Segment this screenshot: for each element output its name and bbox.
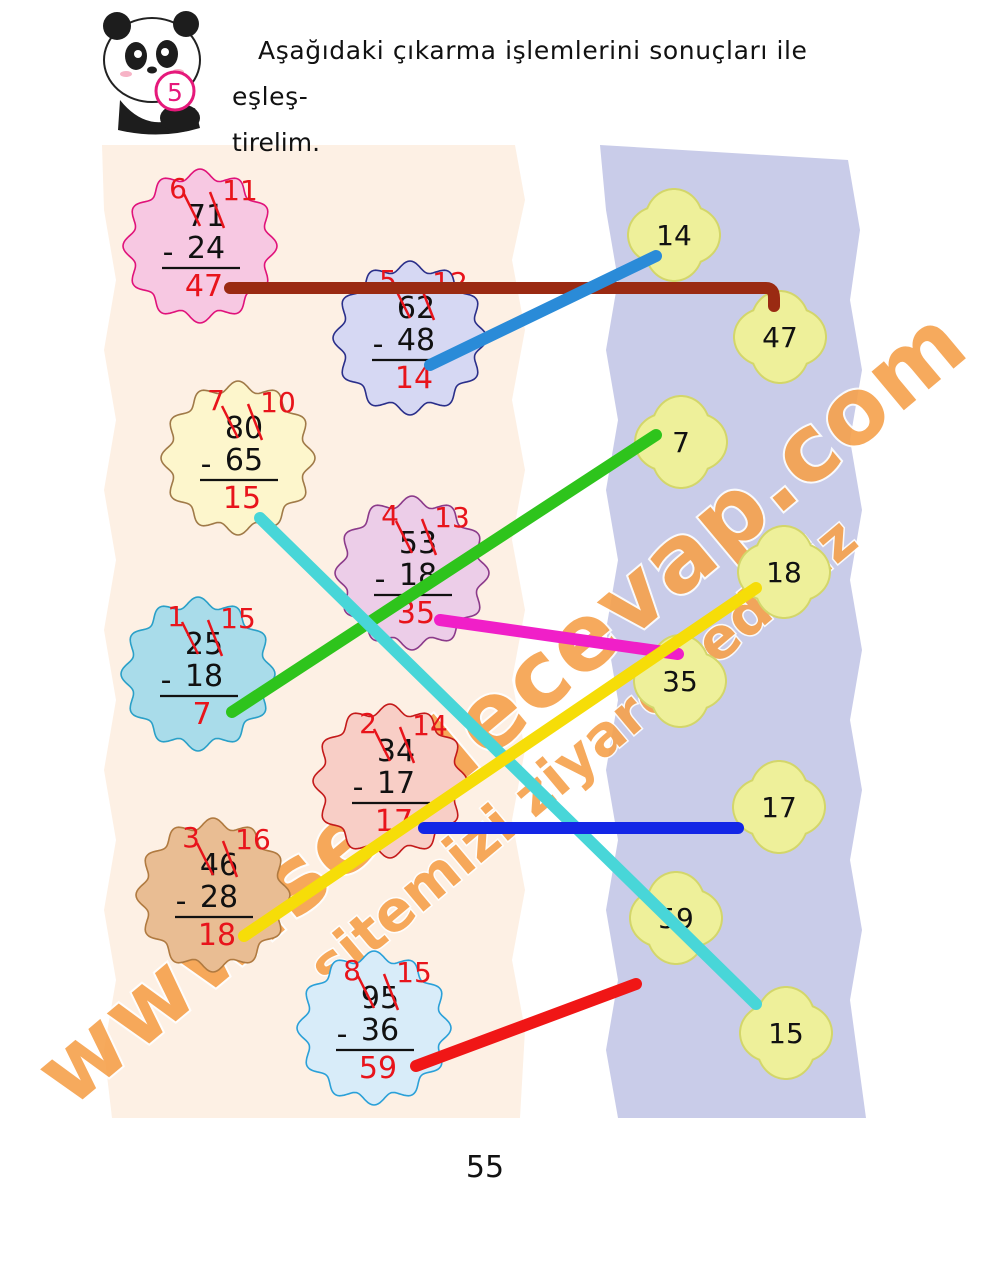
answer-value: 7: [672, 426, 690, 459]
minus-sign: -: [375, 562, 386, 597]
instruction-line-1: Aşağıdaki çıkarma işlemlerini sonuçları …: [232, 36, 808, 111]
result: 59: [359, 1051, 397, 1086]
answer-value: 18: [766, 556, 802, 589]
minus-sign: -: [373, 327, 384, 362]
answer-flower[interactable]: 7: [634, 395, 728, 489]
match-line-59: [410, 978, 642, 1072]
minus-sign: -: [353, 770, 364, 805]
problem-bubble: [332, 260, 488, 416]
subtrahend: 48: [397, 323, 435, 358]
strike-mark: [221, 840, 239, 878]
borrow-left: 3: [182, 821, 200, 854]
strike-mark: [246, 403, 264, 441]
subtrahend: 36: [361, 1013, 399, 1048]
match-line-35: [434, 614, 684, 660]
borrow-left: 8: [343, 954, 361, 987]
match-line-7: [226, 429, 662, 718]
strike-mark: [420, 518, 438, 556]
strike-mark: [220, 405, 240, 439]
page-number: 55: [465, 1150, 505, 1185]
strike-mark: [382, 973, 400, 1011]
result: 47: [185, 269, 223, 304]
task-number-badge: 5: [154, 70, 196, 112]
borrow-right: 15: [396, 956, 432, 989]
answer-flower[interactable]: 17: [732, 760, 826, 854]
minus-sign: -: [201, 447, 212, 482]
panda-mascot: [103, 11, 201, 135]
borrow-left: 2: [359, 707, 377, 740]
answer-flower[interactable]: 18: [737, 525, 831, 619]
borrow-right: 11: [222, 174, 258, 207]
strike-mark: [398, 726, 416, 764]
problem-bubble: [312, 703, 468, 859]
strike-mark: [206, 619, 224, 657]
flower-shape: [733, 290, 827, 384]
subtrahend: 18: [185, 659, 223, 694]
borrow-right: 14: [412, 709, 448, 742]
task-number: 5: [167, 78, 183, 107]
strike-mark: [356, 975, 376, 1009]
result: 15: [223, 481, 261, 516]
borrow-left: 7: [207, 384, 225, 417]
borrow-right: 16: [235, 823, 271, 856]
borrow-left: 6: [169, 172, 187, 205]
strike-mark: [195, 842, 215, 876]
match-line-18: [238, 582, 762, 942]
strike-mark: [372, 728, 392, 762]
problem-bubble: [334, 495, 490, 651]
subtrahend: 24: [187, 231, 225, 266]
answer-value: 47: [762, 321, 798, 354]
borrow-right: 13: [434, 501, 470, 534]
subtrahend: 65: [225, 443, 263, 478]
flower-shape: [732, 760, 826, 854]
flower-shape: [737, 525, 831, 619]
strike-mark: [180, 621, 200, 655]
answer-value: 15: [768, 1017, 804, 1050]
borrow-right: 10: [260, 386, 296, 419]
result: 7: [192, 697, 211, 732]
subtrahend: 28: [200, 880, 238, 915]
strike-mark: [182, 193, 202, 227]
answer-value: 14: [656, 219, 692, 252]
answer-flower[interactable]: 15: [739, 986, 833, 1080]
borrow-left: 1: [167, 600, 185, 633]
minus-sign: -: [337, 1017, 348, 1052]
instruction-text: Aşağıdaki çıkarma işlemlerini sonuçları …: [232, 28, 872, 166]
answer-value: 17: [761, 791, 797, 824]
minus-sign: -: [161, 663, 172, 698]
strike-mark: [394, 520, 414, 554]
minus-sign: -: [163, 235, 174, 270]
flower-shape: [739, 986, 833, 1080]
match-line-14: [424, 250, 662, 371]
answer-flower[interactable]: 47: [733, 290, 827, 384]
answer-value: 35: [662, 665, 698, 698]
borrow-left: 4: [381, 499, 399, 532]
match-line-47: [224, 282, 780, 312]
strike-mark: [208, 191, 226, 229]
minus-sign: -: [176, 884, 187, 919]
problem-bubble: [160, 380, 316, 536]
subtrahend: 17: [377, 766, 415, 801]
borrow-right: 15: [220, 602, 256, 635]
instruction-line-2: tirelim.: [232, 128, 321, 157]
result: 18: [198, 918, 236, 953]
